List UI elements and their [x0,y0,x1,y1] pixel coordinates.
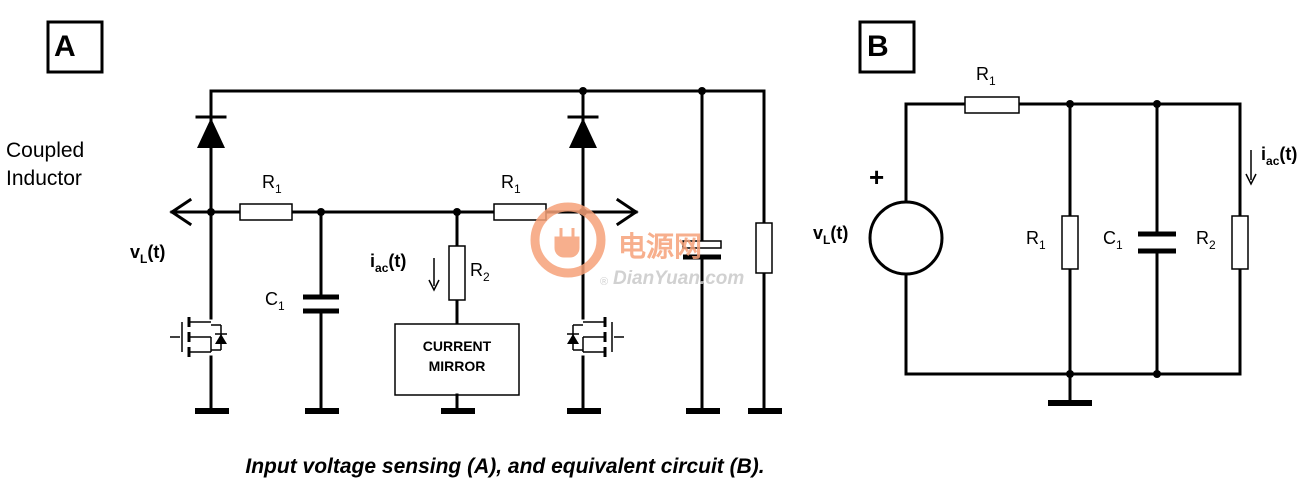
r1-left-label: R1 [262,172,282,196]
c1-capacitor [303,294,339,314]
ground-symbol [441,408,475,414]
junction-dot [579,87,587,95]
current-mirror-block [394,323,520,396]
right-mosfet-icon [567,317,624,357]
source-plus-sign: + [869,162,884,192]
ground-symbol [305,408,339,414]
r2-resistor [448,245,466,301]
right-diode-icon [567,115,599,148]
load-resistor [755,222,773,274]
watermark-logo-icon [530,202,606,278]
panel-b: B + vL(t) R1 R1 C1 R2 iac(t) [813,20,1297,406]
c1-label: C1 [265,289,285,313]
c1-capacitor-b [1138,231,1176,254]
panel-b-label: B [867,30,889,63]
iac-label: iac(t) [370,251,406,275]
iac-arrow-icon-b [1245,150,1257,186]
coupled-inductor-label-line2: Inductor [6,167,82,190]
watermark: 电源网 ® DianYuan.com [530,202,744,289]
junction-dot [317,208,325,216]
left-winding-arrow [169,197,213,227]
watermark-cn: 电源网 [618,231,702,262]
bulk-capacitor [682,240,722,249]
junction-dot [453,208,461,216]
ground-symbol [567,408,601,414]
panel-b-label-box [858,20,916,74]
junction-dot [1066,370,1074,378]
r2-resistor-b [1231,215,1249,270]
vl-label-a: vL(t) [130,242,165,266]
r1-right-label: R1 [501,172,521,196]
watermark-reg: ® [600,276,608,288]
voltage-source-icon [868,200,944,276]
current-mirror-label-line2: MIRROR [429,358,486,374]
r1-series-label: R1 [976,64,996,88]
ground-symbol [686,408,720,414]
r2-label-b: R2 [1196,228,1216,252]
current-mirror-label-line1: CURRENT [423,338,492,354]
r1-series-resistor [964,96,1020,114]
watermark-en: DianYuan.com [613,268,744,289]
panel-a-label: A [54,30,76,63]
plug-icon [554,228,580,258]
c1-label-b: C1 [1103,228,1123,252]
junction-dot [698,87,706,95]
ground-symbol [1048,400,1092,406]
coupled-inductor-label-line1: Coupled [6,139,84,162]
r2-label: R2 [470,260,490,284]
panel-a: A Coupled Inductor R1 R1 C1 [6,20,782,414]
junction-dot [207,208,215,216]
r1-shunt-resistor [1061,215,1079,270]
left-mosfet-icon [170,317,227,357]
ground-symbol [195,408,229,414]
ground-symbol [748,408,782,414]
r1-shunt-label: R1 [1026,228,1046,252]
junction-dot [1153,370,1161,378]
r1-left-resistor [239,203,293,221]
iac-arrow-icon [428,258,440,292]
figure-caption: Input voltage sensing (A), and equivalen… [245,455,765,478]
left-diode-icon [195,115,227,148]
junction-dot [1153,100,1161,108]
panel-a-label-box [46,20,104,74]
iac-label-b: iac(t) [1261,144,1297,168]
vl-label-b: vL(t) [813,223,848,247]
junction-dot [1066,100,1074,108]
